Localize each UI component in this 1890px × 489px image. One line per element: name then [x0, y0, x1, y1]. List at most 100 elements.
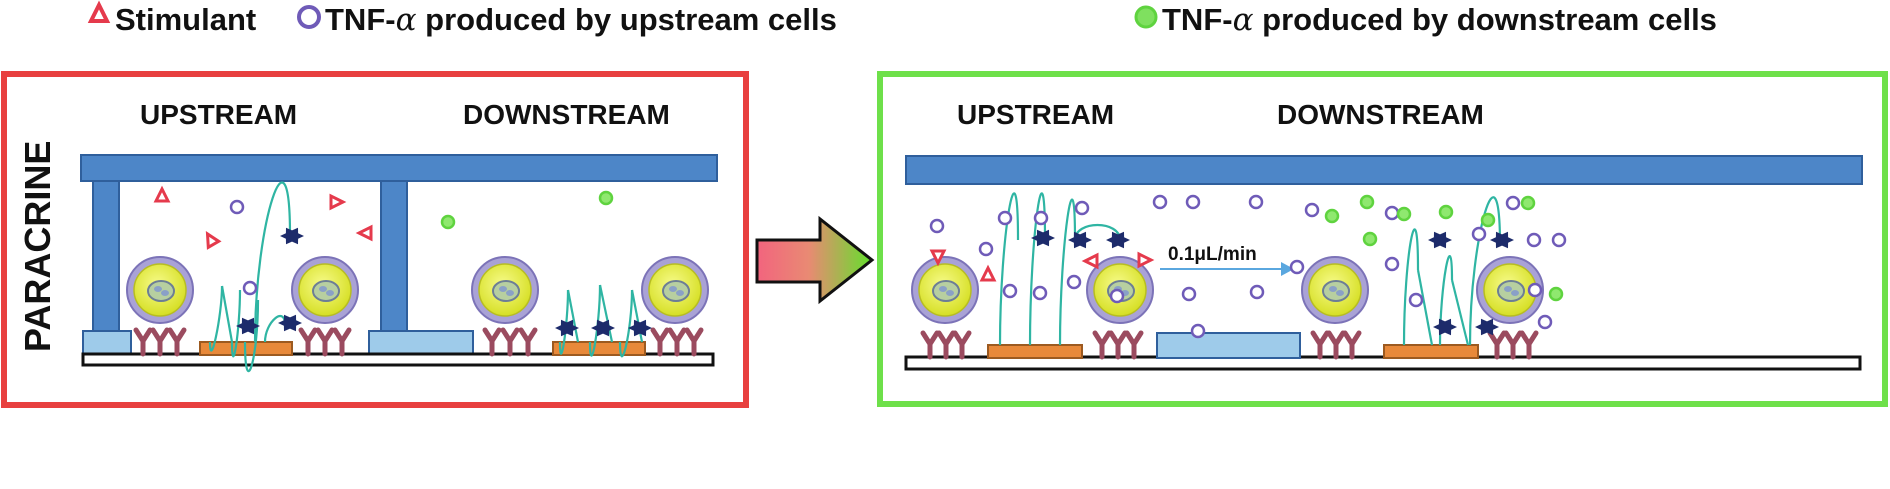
antibody-shape [1503, 330, 1523, 360]
cell-chromatin [161, 290, 169, 296]
left-panel: PARACRINE UPSTREAM DOWNSTREAM [1, 71, 749, 408]
antibody-shape [920, 330, 940, 360]
tnf-upstream-particle-icon [1408, 292, 1424, 308]
left-downstream-label: DOWNSTREAM [463, 99, 670, 130]
tcell-icon [1106, 231, 1130, 249]
cell-chromatin [1336, 290, 1344, 296]
tether-line [588, 284, 602, 357]
tcell-icon [1031, 229, 1055, 247]
stimulant-icon [329, 193, 347, 211]
right-channel-roof [905, 155, 1863, 185]
tcell-shape [1031, 229, 1055, 247]
stimulant-icon [929, 249, 947, 267]
tether-line [998, 192, 1020, 346]
antibody-icon [298, 327, 318, 357]
antibody-icon [1310, 330, 1330, 360]
tcell-icon [1433, 318, 1457, 336]
antibody-shape [167, 327, 187, 357]
antibody-icon [167, 327, 187, 357]
antibody-shape [1310, 330, 1330, 360]
right-downstream-label: DOWNSTREAM [1277, 99, 1484, 130]
tcell-shape [1475, 318, 1499, 336]
tnf-upstream-particle-icon [1109, 288, 1125, 304]
tether-line [1402, 228, 1420, 346]
tnf-upstream-particle-icon [1033, 210, 1049, 226]
cell-chromatin [946, 290, 954, 296]
svg-text:TNF-α produced by upstream cel: TNF-α produced by upstream cells [325, 2, 837, 38]
tcell-icon [555, 319, 579, 337]
tnf-upstream-legend-icon [297, 5, 321, 29]
cell-chromatin [499, 286, 507, 292]
cell-nucleus [932, 280, 960, 302]
tcell-shape [1106, 231, 1130, 249]
tcell-shape [1428, 231, 1452, 249]
cell [471, 256, 539, 324]
antibody-icon [315, 327, 335, 357]
cell-chromatin [319, 286, 327, 292]
tnf-upstream-particle-icon [1032, 285, 1048, 301]
tnf-upstream-particle-icon [1505, 195, 1521, 211]
antibody-shape [1326, 330, 1346, 360]
tnf-upstream-particle-icon [1537, 314, 1553, 330]
cell-chromatin [326, 290, 334, 296]
tether-line [558, 289, 570, 355]
tnf-downstream-particle-icon [1480, 212, 1496, 228]
biological-elements [126, 181, 1567, 372]
antibody-icon [1092, 330, 1112, 360]
antibody-shape [684, 327, 704, 357]
cell [291, 256, 359, 324]
tether-line [208, 285, 224, 352]
tether-line [566, 289, 580, 343]
tether-line [230, 289, 242, 358]
cell-chromatin [1504, 286, 1512, 292]
cell-nucleus [492, 280, 520, 302]
tcell-icon [1068, 231, 1092, 249]
cell-chromatin [154, 286, 162, 292]
stimulant-shape [1081, 252, 1099, 270]
cell-chromatin [669, 286, 677, 292]
tcell-icon [278, 314, 302, 332]
legend-tnf-down-alpha: α [1233, 2, 1254, 38]
tnf-downstream-particle-icon [1359, 194, 1375, 210]
legend-stimulant: Stimulant [115, 2, 256, 37]
cell-chromatin [506, 290, 514, 296]
tether-line [220, 285, 234, 343]
tnf-upstream-particle-icon [1248, 194, 1264, 210]
antibody-shape [1124, 330, 1144, 360]
stimulant-shape [329, 193, 347, 211]
stimulant-icon [153, 185, 171, 203]
tnf-upstream-particle-icon [929, 218, 945, 234]
transition-arrow-icon [755, 215, 875, 305]
antibody-shape [482, 327, 502, 357]
tnf-upstream-particle-icon [1181, 286, 1197, 302]
tnf-upstream-particle-icon [1152, 194, 1168, 210]
tnf-downstream-particle-icon [598, 190, 614, 206]
cell-chromatin [1329, 286, 1337, 292]
tnf-downstream-particle-icon [1362, 231, 1378, 247]
tether-line [243, 299, 260, 372]
tether-line [630, 289, 644, 343]
antibody-icon [667, 327, 687, 357]
stimulant-shape [929, 249, 947, 267]
stimulant-shape [153, 185, 171, 203]
antibody-icon [952, 330, 972, 360]
tether-line [1468, 196, 1502, 346]
tnf-upstream-particle-icon [997, 210, 1013, 226]
tnf-downstream-particle-icon [440, 214, 456, 230]
legend-tnf-up-alpha: α [396, 2, 417, 38]
tether-line [253, 181, 292, 343]
left-pillar-2 [380, 180, 408, 332]
tether-line [1450, 279, 1470, 346]
antibody-shape [1519, 330, 1539, 360]
tnf-upstream-particle-icon [229, 199, 245, 215]
antibody-shape [1342, 330, 1362, 360]
cell-nucleus [1497, 280, 1525, 302]
antibody-shape [1092, 330, 1112, 360]
antibody-icon [1124, 330, 1144, 360]
tcell-shape [280, 227, 304, 245]
tether-line [1416, 269, 1434, 346]
cell-chromatin [939, 286, 947, 292]
stimulant-icon [1081, 252, 1099, 270]
cell [641, 256, 709, 324]
left-channel-roof [80, 154, 718, 182]
